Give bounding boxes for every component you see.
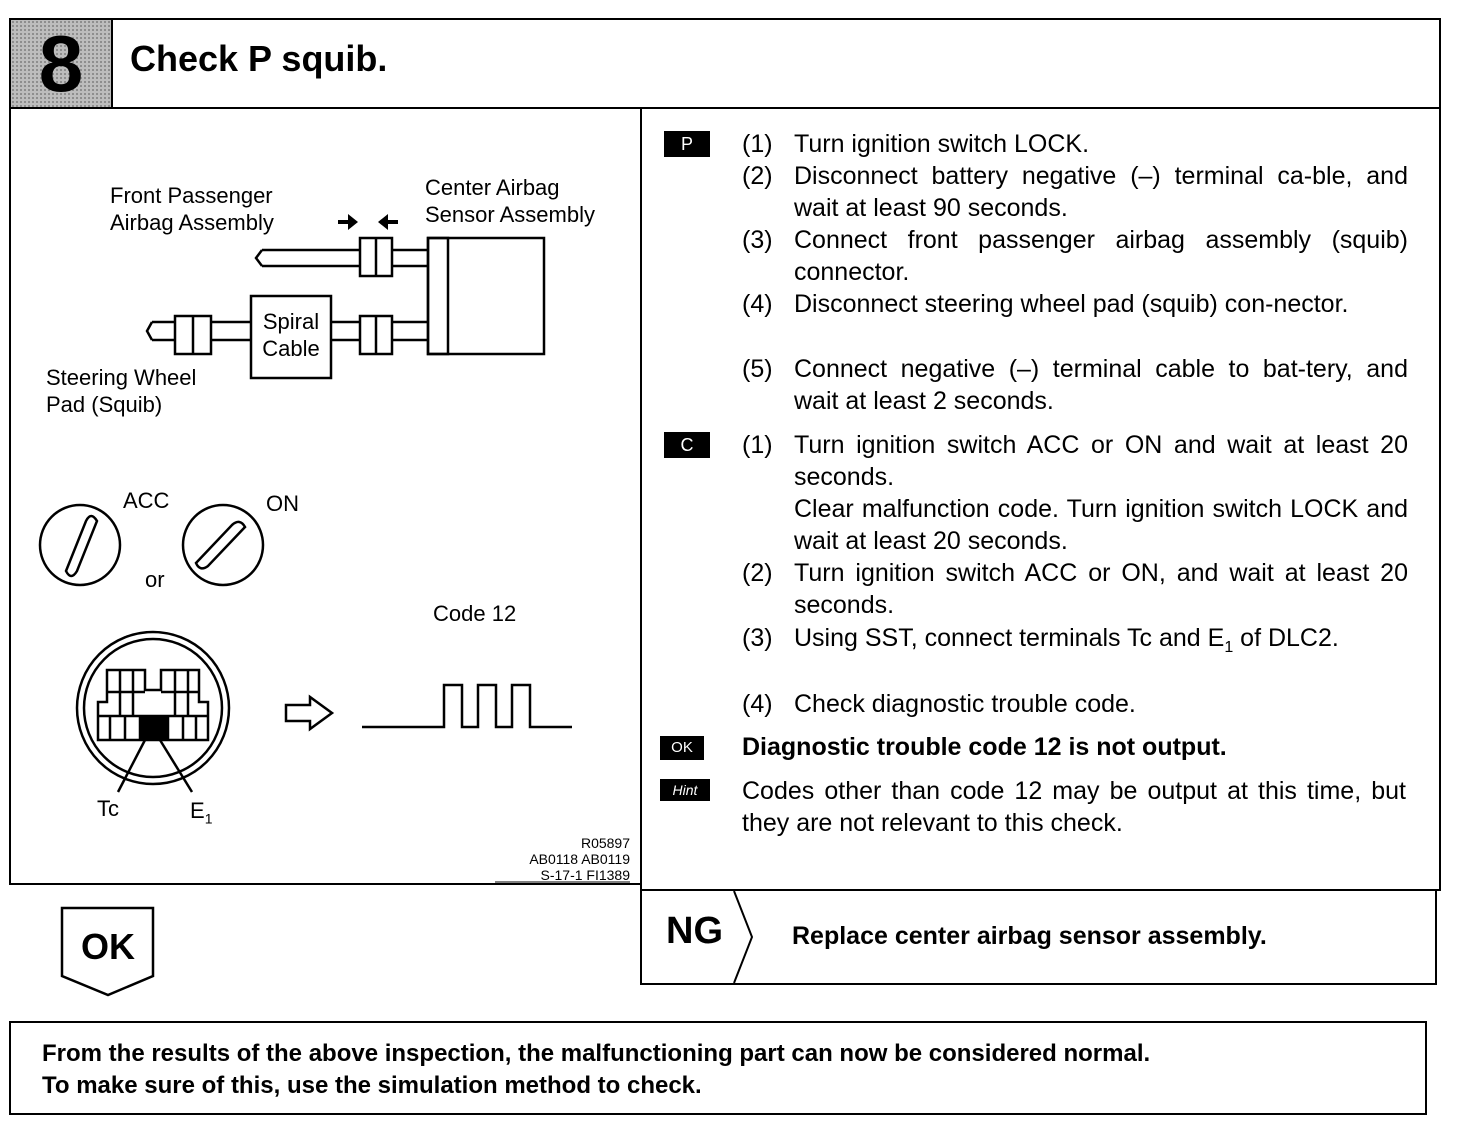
page-title: Check P squib. <box>130 38 388 79</box>
p-step-4: (4)Disconnect steering wheel pad (squib)… <box>742 290 1349 318</box>
ok-label: OK <box>81 926 135 967</box>
ok-flag-shape <box>60 906 155 997</box>
c-step-2: (2)Turn ignition switch ACC or ON, and w… <box>742 559 1408 619</box>
footer-text: From the results of the above inspection… <box>42 1040 1151 1099</box>
center-sensor-label: Center Airbag Sensor Assembly <box>425 175 595 227</box>
p-step-2: (2)Disconnect battery negative (–) termi… <box>742 162 1408 222</box>
figure-reference-codes: R05897 AB0118 AB0119 S-17-1 FI1389 <box>529 835 630 883</box>
step-number: 8 <box>11 20 113 107</box>
p-tag: P <box>664 131 710 157</box>
code-label: Code 12 <box>433 601 517 626</box>
hint-tag: Hint <box>660 779 710 801</box>
c-step-3: (3) Using SST, connect terminals Tc and … <box>742 624 1339 656</box>
p-step-3: (3)Connect front passenger airbag assemb… <box>742 226 1408 286</box>
ng-box <box>640 889 1437 985</box>
spiral-cable-label: Spiral Cable <box>262 309 320 361</box>
ng-label: NG <box>666 910 723 952</box>
steering-wheel-label: Steering Wheel Pad (Squib) <box>46 365 197 417</box>
hint-text: Codes other than code 12 may be output a… <box>742 777 1406 837</box>
diagram-figure <box>38 214 630 883</box>
p-step-1: (1)Turn ignition switch LOCK. <box>742 130 1090 158</box>
ok-tag: OK <box>660 736 704 760</box>
c-step-1: (1) Turn ignition switch ACC or ON and w… <box>742 431 1408 555</box>
ok-result-text: Diagnostic trouble code 12 is not output… <box>742 733 1227 761</box>
ng-chevron <box>733 890 754 984</box>
ng-action-text: Replace center airbag sensor assembly. <box>792 922 1267 950</box>
on-label: ON <box>266 491 299 516</box>
or-label: or <box>145 567 165 592</box>
p-step-5: (5)Connect negative (–) terminal cable t… <box>742 355 1408 415</box>
acc-label: ACC <box>123 488 170 513</box>
c-tag: C <box>664 432 710 458</box>
footer-box <box>9 1021 1427 1115</box>
c-step-4: (4)Check diagnostic trouble code. <box>742 690 1136 718</box>
e1-label: E1 <box>190 798 213 827</box>
front-passenger-label: Front Passenger Airbag Assembly <box>110 183 274 235</box>
tc-label: Tc <box>97 796 119 821</box>
